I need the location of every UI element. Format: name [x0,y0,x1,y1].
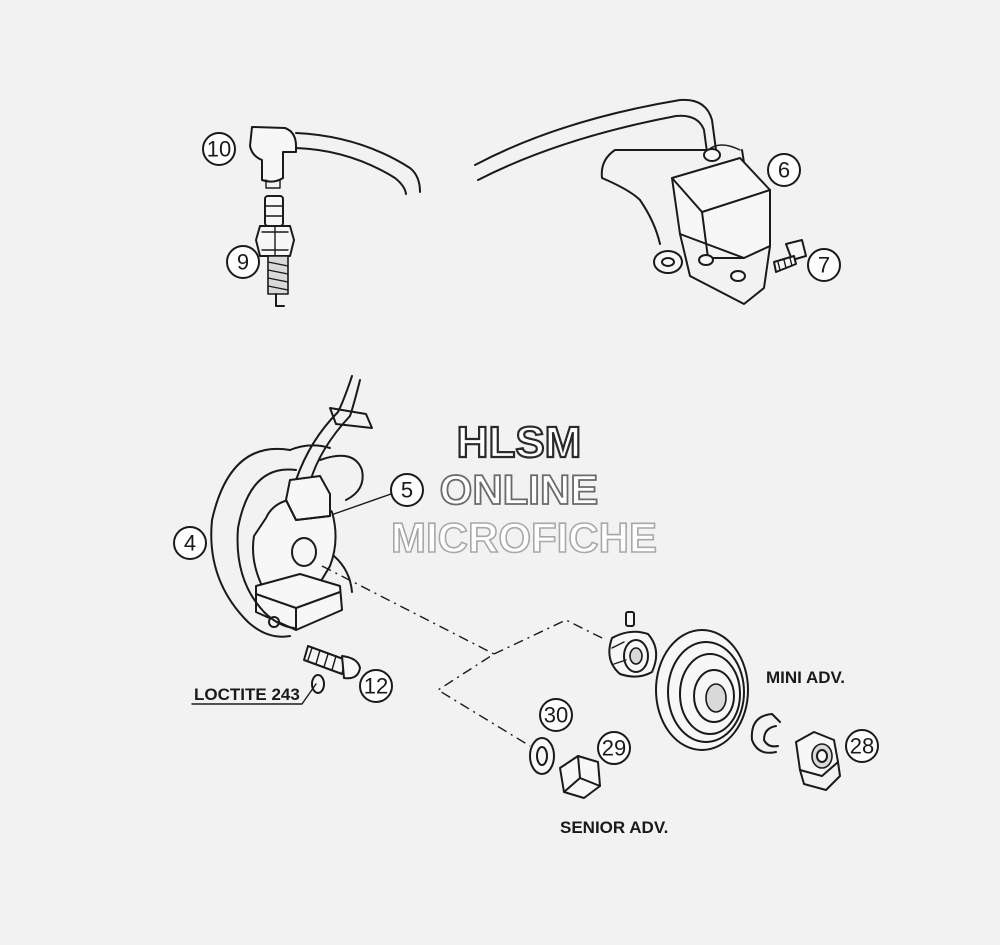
callout-9: 9 [226,245,260,279]
ignition-coil [474,98,771,305]
watermark: HLSM ONLINE MICROFICHE [390,417,658,562]
callout-6: 6 [767,153,801,187]
stator [252,375,373,631]
callout-29: 29 [597,731,631,765]
flywheel [210,444,331,638]
svg-text:7: 7 [818,253,830,278]
callout-10: 10 [202,132,236,166]
watermark-line1: HLSM [457,418,582,467]
callout-4: 4 [173,526,207,560]
loctite-label: LOCTITE 243 [194,685,300,704]
mini-adv-label: MINI ADV. [766,668,845,687]
svg-text:4: 4 [184,531,196,556]
adapter [608,611,658,678]
callout-28: 28 [845,729,879,763]
callout-12: 12 [359,669,393,703]
callout-30: 30 [539,698,573,732]
circlip [750,713,781,754]
assembly-line [321,565,531,747]
watermark-line3: MICROFICHE [391,514,657,561]
svg-text:29: 29 [602,736,626,761]
svg-text:12: 12 [364,674,388,699]
stator-bolt [191,645,361,705]
watermark-line2: ONLINE [440,466,599,513]
spark-plug [255,195,295,307]
senior-adv-label: SENIOR ADV. [560,818,668,837]
svg-text:30: 30 [544,703,568,728]
rotor-hub [655,629,749,751]
assembly-line [493,619,607,655]
hex-nut [559,755,601,799]
svg-text:9: 9 [237,250,249,275]
coil-bolt [773,239,807,273]
spark-plug-cap [249,126,421,195]
flange-nut [795,731,841,791]
svg-text:5: 5 [401,478,413,503]
washer [529,737,555,775]
callout-5: 5 [333,473,424,515]
callout-7: 7 [807,248,841,282]
svg-text:28: 28 [850,734,874,759]
svg-text:6: 6 [778,158,790,183]
svg-text:10: 10 [207,137,231,162]
